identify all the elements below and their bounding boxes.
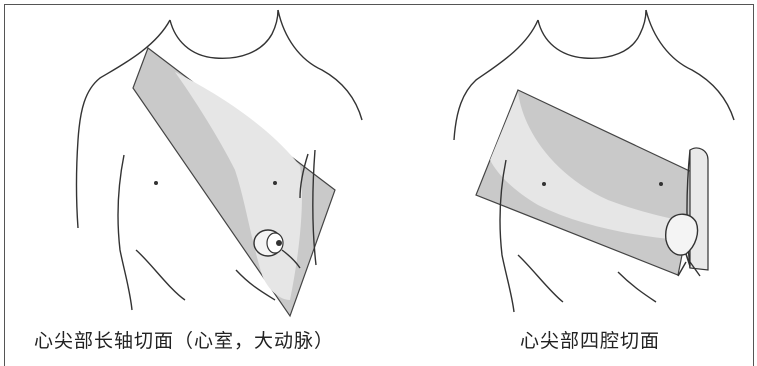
right-nipple <box>659 182 663 186</box>
right-shoulder-outline <box>646 10 734 120</box>
rib-line-left <box>136 250 185 300</box>
left-nipple <box>154 181 158 185</box>
imaging-plane <box>133 48 335 316</box>
left-nipple <box>542 182 546 186</box>
left-caption: 心尖部长轴切面（心室，大动脉） <box>34 326 334 353</box>
right-panel: 心尖部四腔切面 <box>378 0 757 365</box>
left-torso-side <box>118 155 132 310</box>
rib-line-left <box>518 255 563 302</box>
rib-line-right <box>618 272 656 302</box>
left-panel: 心尖部长轴切面（心室，大动脉） <box>0 0 378 365</box>
right-nipple <box>273 181 277 185</box>
right-shoulder-outline <box>278 10 362 120</box>
neck-outline <box>538 10 646 58</box>
right-torso-diagram <box>378 0 757 365</box>
left-torso-diagram <box>0 0 378 365</box>
arm-roll <box>690 148 708 270</box>
neck-outline <box>170 10 278 58</box>
right-caption: 心尖部四腔切面 <box>520 326 660 353</box>
left-shoulder-outline <box>77 20 171 228</box>
